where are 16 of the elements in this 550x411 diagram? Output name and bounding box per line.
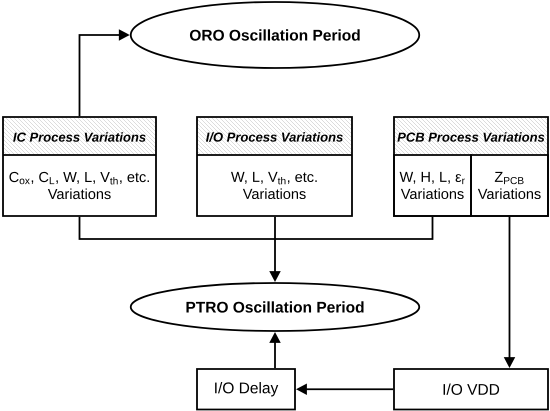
process-box: I/O Delay — [196, 368, 296, 410]
process-box: I/O VDD — [393, 368, 549, 410]
process-box — [196, 116, 353, 217]
ellipse-node: ORO Oscillation Period — [130, 1, 420, 69]
hatched-header: IC Process Variations — [2, 116, 156, 156]
connector-line — [274, 216, 276, 239]
ellipse-node: PTRO Oscillation Period — [130, 282, 420, 332]
hatched-header: PCB Process Variations — [394, 116, 548, 156]
box-text: C$_{ox}$, C$_{L}$, W, L, V$_{th}$, etc. Variations — [9, 172, 149, 200]
box-text: W, L, V$_{th}$, etc. Variations — [231, 172, 317, 200]
box-cell: Z$_{PCB}$ Variations — [470, 154, 549, 217]
connector-line — [275, 216, 434, 240]
process-box — [2, 116, 157, 217]
hatched-header: I/O Process Variations — [196, 116, 352, 156]
box-cell: W, H, L, ε$_{r}$ Variations — [393, 154, 472, 217]
connector-line — [78, 216, 275, 240]
